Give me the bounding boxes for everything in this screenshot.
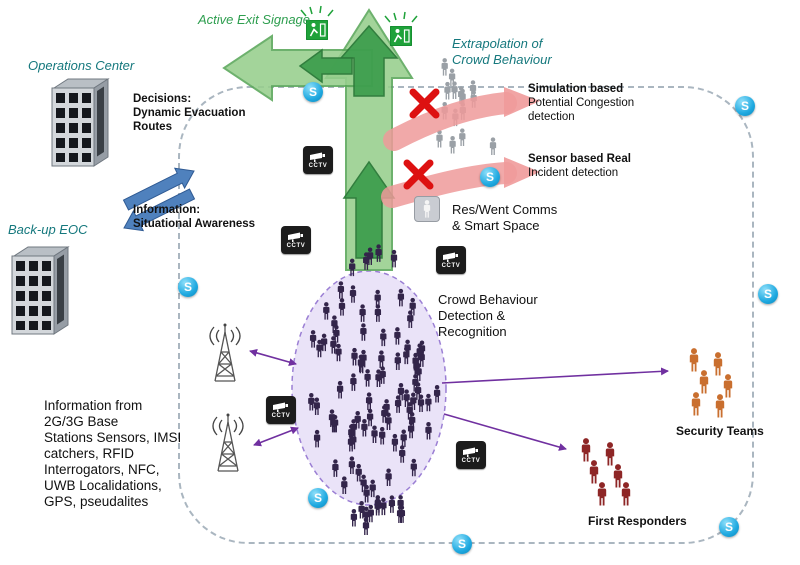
extrapolation-line1: Extrapolation of <box>452 36 543 51</box>
crowd-detection-line1: Crowd Behaviour <box>438 292 538 307</box>
info-sources-line: GPS, pseudalites <box>44 494 149 509</box>
comms-label: Res/Went Comms & Smart Space <box>452 202 582 234</box>
sensor-line2: Incident detection <box>528 167 619 180</box>
information-body: Situational Awareness <box>133 218 256 231</box>
camera-glyph <box>288 232 303 242</box>
decisions-title: Decisions: <box>133 93 192 105</box>
info-sources-label: Information from 2G/3G Base Stations Sen… <box>44 398 194 510</box>
backup-eoc-building <box>11 246 69 335</box>
active-exit-signage-label: Active Exit Signage <box>198 12 311 27</box>
sensor-badge: S <box>735 96 755 116</box>
simulation-detection-label: Simulation based Potential Congestion de… <box>528 82 658 124</box>
camera-glyph <box>310 152 325 162</box>
info-sources-line: Information from <box>44 398 143 413</box>
operations-center-label: Operations Center <box>28 58 135 73</box>
extrapolation-line2: Crowd Behaviour <box>452 51 552 67</box>
comms-line2: & Smart Space <box>452 217 540 233</box>
exit-sign-icon <box>384 11 418 46</box>
sensor-badge: S <box>308 488 328 508</box>
info-sources-line: Interrogators, NFC, <box>44 462 160 477</box>
crowd-detection-line2: Detection & <box>438 307 506 323</box>
simulation-line3: detection <box>528 111 575 124</box>
comms-device-icon <box>414 196 440 222</box>
camera-glyph <box>273 402 288 412</box>
alert-arrows <box>381 87 540 208</box>
cctv-label: CCTV <box>441 262 461 269</box>
sensor-detection-label: Sensor based Real Incident detection <box>528 152 658 180</box>
simulation-line2: Potential Congestion <box>528 97 635 110</box>
security-team-icons <box>689 348 733 418</box>
evacuation-route-arrows <box>222 8 414 271</box>
ops-communication-arrows <box>122 167 196 232</box>
incident-x-icon <box>403 159 434 190</box>
crowd-detection-line3: Recognition <box>438 323 507 339</box>
info-sources-line: catchers, RFID <box>44 446 135 461</box>
crowd-detection-label: Crowd Behaviour Detection & Recognition <box>438 292 558 340</box>
info-sources-line: 2G/3G Base <box>44 414 119 429</box>
cctv-label: CCTV <box>286 242 306 249</box>
simulation-title: Simulation based <box>528 83 624 95</box>
decisions-body: Dynamic Evacuation Routes <box>133 107 246 134</box>
sensor-badge: S <box>719 517 739 537</box>
sensor-badge: S <box>178 277 198 297</box>
sensor-badge: S <box>480 167 500 187</box>
extrapolation-label: Extrapolation of Crowd Behaviour <box>452 36 552 68</box>
comms-line1: Res/Went Comms <box>452 202 558 217</box>
cctv-icon: CCTV <box>303 146 333 174</box>
cctv-label: CCTV <box>308 162 328 169</box>
camera-glyph <box>463 447 478 457</box>
cctv-icon: CCTV <box>456 441 486 469</box>
cctv-label: CCTV <box>271 412 291 419</box>
exit-sign-icon <box>300 5 334 40</box>
security-teams-label: Security Teams <box>676 424 764 438</box>
first-responders-label: First Responders <box>588 514 687 528</box>
info-sources-line: Stations Sensors, IMSI <box>44 430 182 445</box>
information-title: Information: <box>133 204 201 216</box>
info-sources-line: UWB Localidations, <box>44 478 162 493</box>
cctv-icon: CCTV <box>266 396 296 424</box>
decisions-label: Decisions: Dynamic Evacuation Routes <box>133 92 283 134</box>
base-station-tower-icon <box>212 412 244 472</box>
sensor-links <box>249 349 669 451</box>
sensor-title: Sensor based Real <box>528 153 631 165</box>
cctv-icon: CCTV <box>281 226 311 254</box>
backup-eoc-label: Back-up EOC <box>8 222 88 237</box>
sensor-badge: S <box>758 284 778 304</box>
congestion-x-icon <box>409 88 440 119</box>
crowd-area-ellipse <box>291 270 447 506</box>
information-label: Information: Situational Awareness <box>133 203 283 231</box>
cctv-label: CCTV <box>461 457 481 464</box>
cctv-icon: CCTV <box>436 246 466 274</box>
camera-glyph <box>443 252 458 262</box>
operations-center-building <box>51 78 109 167</box>
sensor-badge: S <box>303 82 323 102</box>
base-station-tower-icon <box>209 322 241 382</box>
sensor-badge: S <box>452 534 472 554</box>
first-responder-icons <box>581 438 631 506</box>
